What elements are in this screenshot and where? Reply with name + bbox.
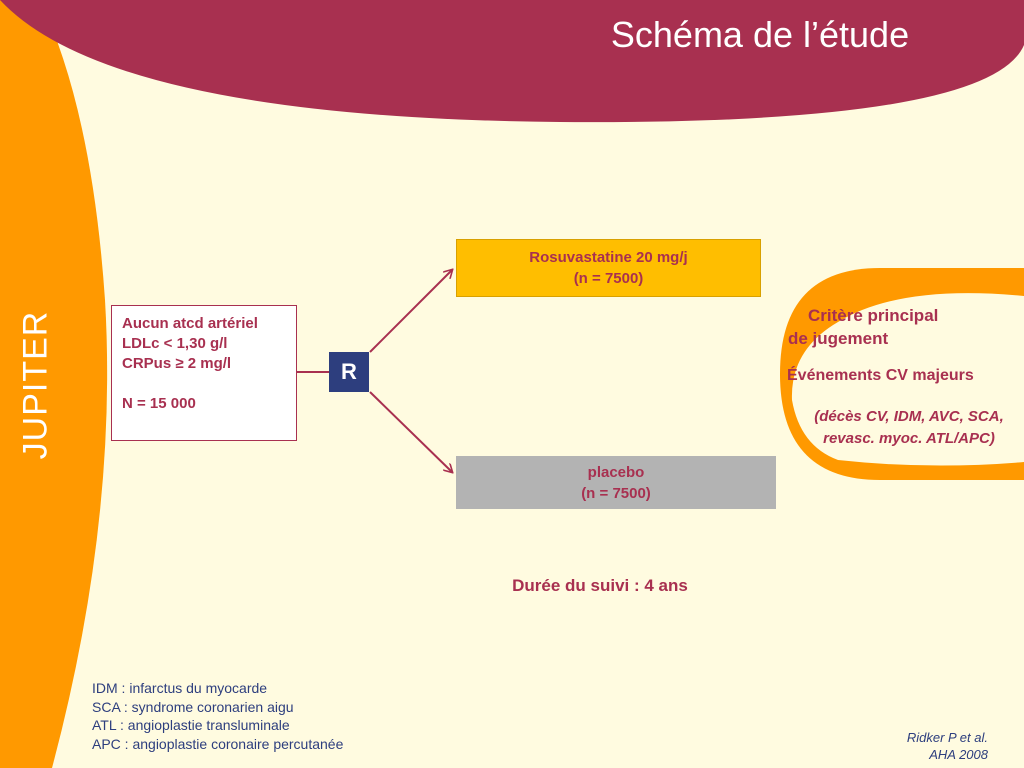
arm-count: (n = 7500) — [573, 270, 644, 287]
endpoint-main: Événements CV majeurs — [787, 367, 974, 384]
randomization-badge: R — [329, 352, 369, 392]
endpoint-panel-inner — [791, 293, 1024, 466]
inclusion-criteria-box: Aucun atcd artériel LDLc < 1,30 g/l CRPu… — [111, 305, 297, 441]
reference-line: AHA 2008 — [929, 747, 988, 762]
slide-title: Schéma de l’étude — [610, 14, 910, 55]
endpoint-title-line: Critère principal — [808, 306, 939, 325]
abbreviation-item: ATL : angioplastie transluminale — [92, 717, 290, 733]
reference-line: Ridker P et al. — [906, 730, 988, 745]
endpoint-detail-line: revasc. myoc. ATL/APC) — [823, 430, 995, 447]
endpoint-detail: (décès CV, IDM, AVC, SCA, revasc. myoc. … — [798, 406, 1020, 450]
followup-duration: Durée du suivi : 4 ans — [512, 576, 688, 595]
abbreviation-item: SCA : syndrome coronarien aigu — [92, 698, 294, 715]
abbreviation-item: IDM : infarctus du myocarde — [92, 680, 268, 696]
arrow-to-rosuvastatin — [369, 270, 452, 353]
abbreviation-item: APC : angioplastie coronaire percutanée — [92, 735, 344, 752]
left-orange-band — [0, 0, 108, 768]
placebo-arm-box: placebo (n = 7500) — [456, 456, 776, 509]
inclusion-line: Aucun atcd artériel — [122, 315, 258, 332]
header-banner — [0, 0, 1024, 123]
rosuvastatin-arm-box: Rosuvastatine 20 mg/j (n = 7500) — [456, 239, 761, 297]
endpoint-title-line: de jugement — [788, 329, 889, 348]
abbreviations-list: IDM : infarctus du myocarde SCA : syndro… — [92, 679, 343, 753]
reference-citation: Ridker P et al. AHA 2008 — [840, 729, 988, 763]
endpoint-detail-line: (décès CV, IDM, AVC, SCA, — [814, 408, 1004, 425]
arm-name: Rosuvastatine 20 mg/j — [529, 249, 688, 266]
endpoint-title: Critère principal de jugement — [788, 304, 988, 350]
arm-count: (n = 7500) — [581, 484, 651, 502]
inclusion-line: N = 15 000 — [122, 395, 196, 412]
inclusion-line: CRPus ≥ 2 mg/l — [122, 355, 232, 372]
arrow-to-placebo — [369, 391, 452, 472]
inclusion-line: LDLc < 1,30 g/l — [122, 335, 228, 352]
arm-name: placebo — [587, 463, 645, 481]
